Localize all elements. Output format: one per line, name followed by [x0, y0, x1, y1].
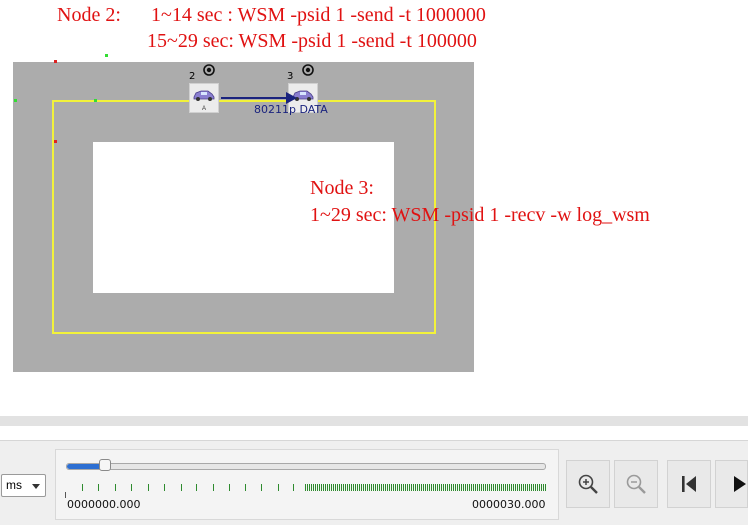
zoom-in-icon	[578, 474, 598, 494]
packet-transmission-line	[221, 97, 293, 99]
node2-command-2: 15~29 sec: WSM -psid 1 -send -t 100000	[147, 30, 477, 52]
timeline-start-time: 0000000.000	[67, 498, 141, 511]
packet-label: 80211p DATA	[254, 103, 328, 116]
event-ticks-dense	[305, 484, 546, 491]
antenna-icon	[203, 64, 215, 76]
marker-dot	[14, 99, 17, 102]
timeline-start-mark	[65, 492, 66, 498]
event-tick	[148, 484, 149, 491]
event-tick	[131, 484, 132, 491]
node2-command-1: 1~14 sec : WSM -psid 1 -send -t 1000000	[151, 4, 486, 26]
zoom-out-icon	[626, 474, 646, 494]
timeline-slider-thumb[interactable]	[99, 459, 111, 471]
panel-divider[interactable]	[0, 416, 748, 426]
skip-to-start-icon	[682, 476, 696, 492]
node3-title: Node 3:	[310, 177, 374, 199]
antenna-icon	[302, 64, 314, 76]
time-unit-value: ms	[6, 478, 22, 492]
play-icon	[734, 476, 746, 492]
event-tick	[293, 484, 294, 491]
vehicle-node-2[interactable]: A	[189, 83, 219, 113]
marker-dot	[94, 99, 97, 102]
node-id-label: 2	[189, 71, 196, 82]
marker-dot	[54, 60, 57, 63]
lane-path	[52, 100, 436, 334]
node3-command: 1~29 sec: WSM -psid 1 -recv -w log_wsm	[310, 204, 650, 226]
marker-dot	[105, 54, 108, 57]
node2-title: Node 2:	[57, 4, 121, 26]
timeline-slider-progress	[67, 464, 105, 469]
zoom-out-button[interactable]	[614, 460, 658, 508]
event-tick	[181, 484, 182, 491]
packet-arrow-icon	[286, 92, 297, 104]
marker-dot	[54, 140, 57, 143]
zoom-in-button[interactable]	[566, 460, 610, 508]
car-icon	[292, 90, 314, 101]
event-tick	[115, 484, 116, 491]
event-tick	[164, 484, 165, 491]
car-icon	[193, 90, 215, 101]
skip-to-start-button[interactable]	[667, 460, 711, 508]
event-tick	[98, 484, 99, 491]
event-tick	[196, 484, 197, 491]
event-tick	[245, 484, 246, 491]
event-tick	[82, 484, 83, 491]
timeline-end-time: 0000030.000	[472, 498, 546, 511]
play-button[interactable]	[715, 460, 748, 508]
time-unit-select[interactable]: ms	[1, 474, 46, 497]
road-inner-block	[93, 142, 394, 293]
vehicle-label: A	[201, 106, 206, 112]
simulation-canvas[interactable]: Node 2: 1~14 sec : WSM -psid 1 -send -t …	[0, 0, 748, 415]
node-id-label: 3	[287, 71, 294, 82]
vehicle-node-3[interactable]	[288, 83, 318, 113]
event-tick	[261, 484, 262, 491]
timeline-slider[interactable]	[66, 463, 546, 470]
event-tick	[278, 484, 279, 491]
chevron-down-icon	[32, 484, 40, 489]
event-tick	[229, 484, 230, 491]
event-tick	[213, 484, 214, 491]
